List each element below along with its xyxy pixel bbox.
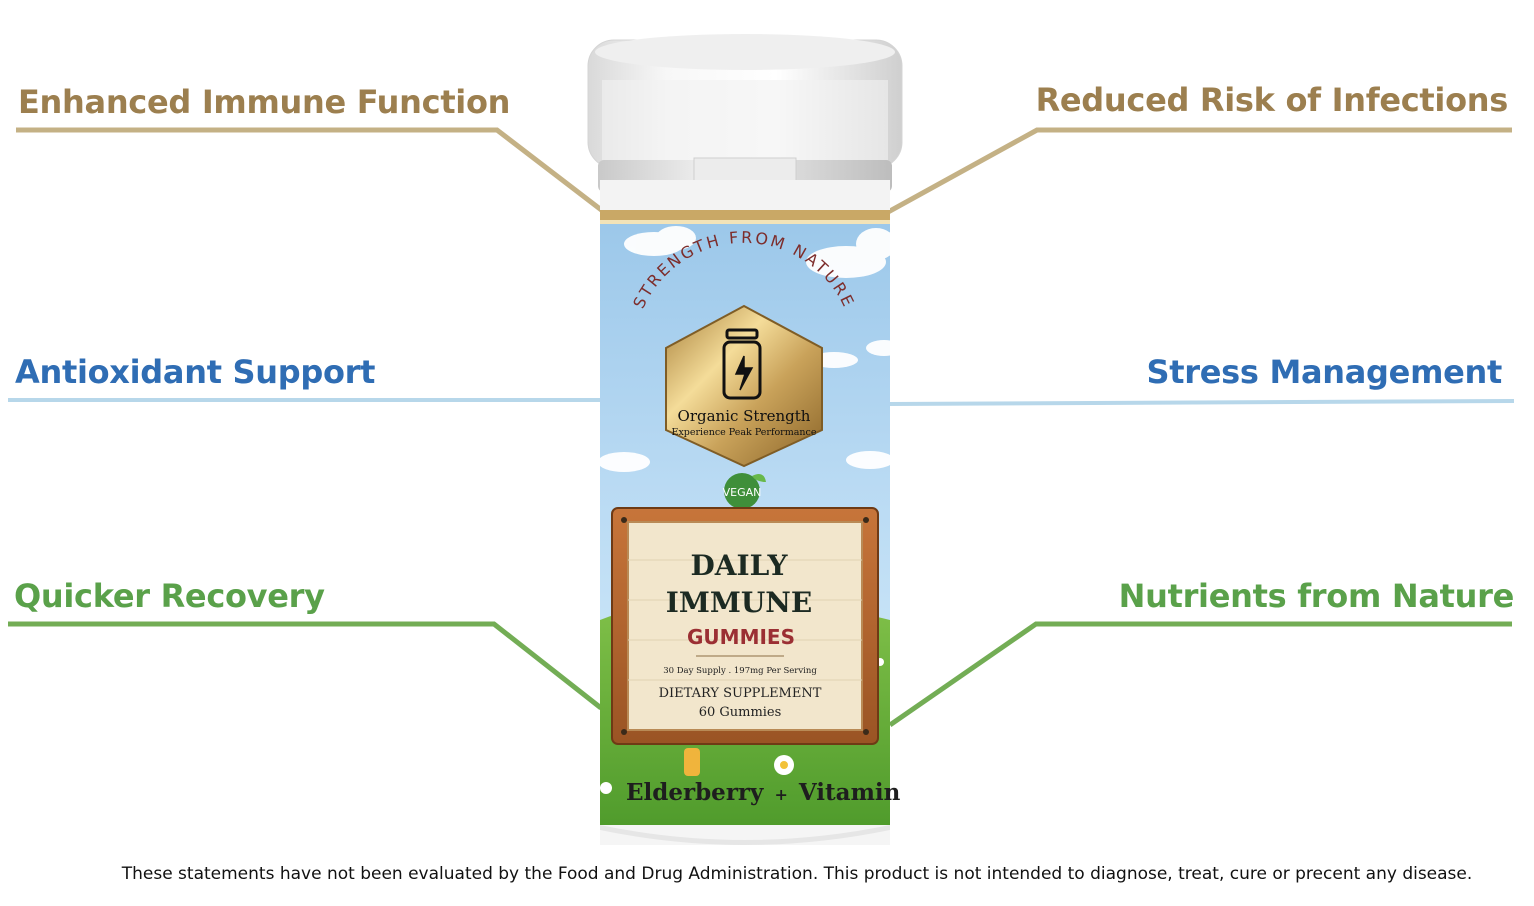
- badge-title: Organic Strength: [678, 407, 811, 425]
- organic-strength-badge: [665, 304, 823, 468]
- benefit-enhanced-immune-function: Enhanced Immune Function: [18, 83, 511, 121]
- supplement-text: DIETARY SUPPLEMENT: [659, 686, 822, 701]
- product-line2: IMMUNE: [666, 586, 812, 619]
- supply-text: 30 Day Supply . 197mg Per Serving: [663, 666, 817, 676]
- footer-elderberry: Elderberry + Vitamin C: [626, 779, 906, 806]
- supplement-bottle: STRENGTH FROM NATURE Organic Strength Ex…: [587, 34, 906, 845]
- product-line1: DAILY: [691, 549, 789, 582]
- connector-stress: [885, 399, 1515, 406]
- connector-enhanced: [16, 127, 606, 214]
- count-text: 60 Gummies: [699, 705, 782, 720]
- connector-nutrients: [888, 621, 1512, 728]
- label-gold-band: [600, 210, 890, 222]
- connector-reduced: [886, 127, 1512, 215]
- benefit-stress-management: Stress Management: [1146, 353, 1502, 391]
- vegan-badge: [724, 473, 760, 509]
- product-line3: GUMMIES: [687, 625, 795, 649]
- vegan-label: VEGAN: [723, 486, 762, 499]
- fda-disclaimer: These statements have not been evaluated…: [121, 864, 1473, 884]
- connector-quicker: [8, 621, 603, 710]
- badge-subtitle: Experience Peak Performance: [672, 427, 817, 438]
- cap-top: [595, 34, 895, 70]
- benefit-reduced-risk-of-infections: Reduced Risk of Infections: [1035, 81, 1509, 119]
- sign-board: [627, 521, 863, 731]
- bottle-bolt-icon: [722, 328, 762, 400]
- benefit-antioxidant-support: Antioxidant Support: [15, 353, 376, 391]
- benefit-nutrients-from-nature: Nutrients from Nature: [1118, 577, 1515, 615]
- benefit-quicker-recovery: Quicker Recovery: [14, 577, 325, 615]
